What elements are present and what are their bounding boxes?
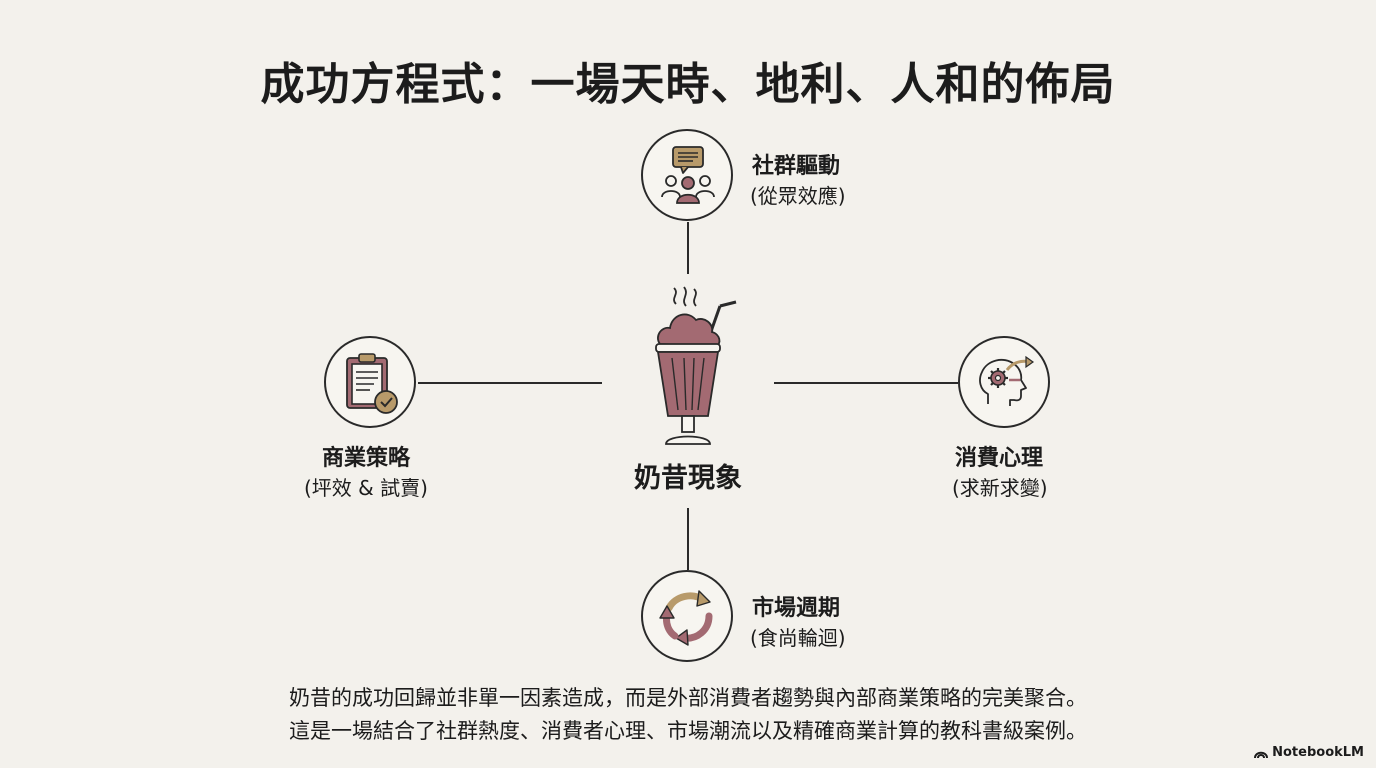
brand-label: NotebookLM bbox=[1272, 745, 1364, 760]
node-top-label: 社群驅動 bbox=[752, 154, 841, 179]
cycle-arrows-icon bbox=[659, 590, 713, 646]
node-left-label: 商業策略 bbox=[322, 446, 411, 471]
node-bottom-label: 市場週期 bbox=[752, 596, 841, 621]
summary-text: 奶昔的成功回歸並非單一因素造成，而是外部消費者趨勢與內部商業策略的完美聚合。 這… bbox=[0, 682, 1376, 748]
node-top-circle bbox=[641, 129, 733, 221]
center-label: 奶昔現象 bbox=[634, 463, 742, 494]
community-chat-icon bbox=[661, 146, 715, 204]
connector-bottom bbox=[687, 508, 689, 570]
node-left-sub: (坪效 & 試賣) bbox=[304, 476, 428, 500]
connector-top bbox=[687, 222, 689, 274]
connector-left bbox=[418, 382, 602, 384]
clipboard-check-icon bbox=[346, 353, 398, 414]
node-right-label: 消費心理 bbox=[955, 446, 1044, 471]
connector-right bbox=[774, 382, 958, 384]
node-bottom-sub: (食尚輪迴) bbox=[750, 626, 846, 650]
head-gear-icon bbox=[979, 355, 1035, 406]
node-top-sub: (從眾效應) bbox=[750, 184, 846, 208]
page-title: 成功方程式：一場天時、地利、人和的佈局 bbox=[260, 59, 1116, 110]
summary-line-1: 奶昔的成功回歸並非單一因素造成，而是外部消費者趨勢與內部商業策略的完美聚合。 bbox=[289, 686, 1087, 710]
node-right-circle bbox=[958, 336, 1050, 428]
node-right-sub: (求新求變) bbox=[952, 476, 1048, 500]
node-left-circle bbox=[324, 336, 416, 428]
milkshake-icon bbox=[655, 286, 737, 445]
summary-line-2: 這是一場結合了社群熱度、消費者心理、市場潮流以及精確商業計算的教科書級案例。 bbox=[289, 719, 1087, 743]
node-bottom-circle bbox=[641, 570, 733, 662]
brand-badge: NotebookLM bbox=[1254, 745, 1364, 760]
notebooklm-logo-icon bbox=[1254, 751, 1269, 758]
